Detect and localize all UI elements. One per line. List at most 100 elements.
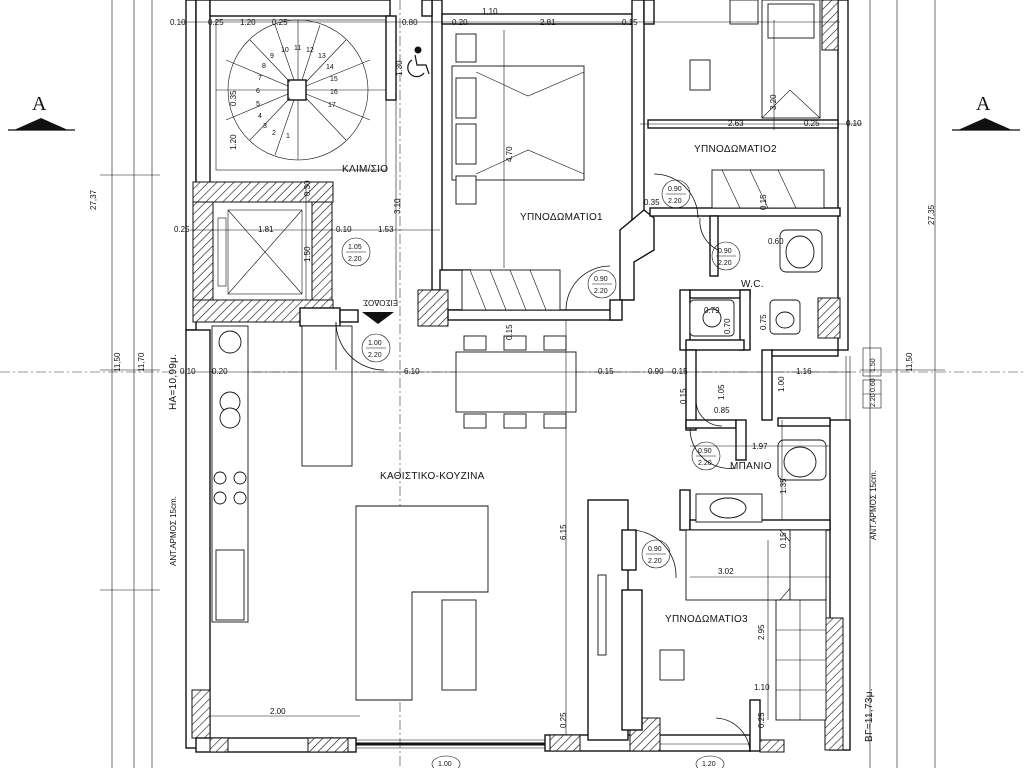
svg-text:2.20: 2.20	[718, 260, 732, 267]
overall-dimensions: 27,37 11,50 11,70 27,35 11,50	[89, 0, 945, 768]
door-swings	[335, 173, 751, 753]
window-tag: 1.50	[862, 347, 882, 377]
svg-text:6.10: 6.10	[404, 367, 420, 376]
svg-text:2.20: 2.20	[594, 288, 608, 295]
svg-text:0.10: 0.10	[336, 225, 352, 234]
room-label-bedroom-1: ΥΠΝΟΔΩΜΑΤΙΟ1	[520, 212, 603, 223]
room-label-living-kitchen: ΚΑΘΙΣΤΙΚΟ-ΚΟΥΖΙΝΑ	[380, 471, 485, 482]
svg-text:1.97: 1.97	[752, 442, 768, 451]
svg-text:5: 5	[256, 101, 260, 108]
svg-text:0.75: 0.75	[759, 314, 768, 330]
level-bf: ΒΓ=11,73μ.	[864, 688, 875, 742]
door-tag: 1.05 2.20	[341, 237, 371, 267]
svg-text:1.53: 1.53	[378, 225, 394, 234]
svg-text:1.05: 1.05	[348, 244, 362, 251]
section-marker-left: A	[8, 93, 75, 131]
svg-text:A: A	[976, 93, 991, 115]
svg-text:0.15: 0.15	[672, 367, 688, 376]
svg-text:2.20: 2.20	[870, 393, 877, 407]
svg-text:8: 8	[262, 63, 266, 70]
svg-text:15: 15	[330, 76, 338, 83]
bed-2	[689, 0, 825, 209]
svg-text:0.25: 0.25	[174, 225, 190, 234]
svg-text:0.15: 0.15	[505, 324, 514, 340]
svg-text:12: 12	[306, 47, 314, 54]
svg-text:0.25: 0.25	[804, 119, 820, 128]
staircase: 1 2 3 4 5 6 7 8 9 10 11 12 13 14 15 16 1…	[209, 0, 443, 291]
window-tag-bottom: 1.00	[431, 755, 461, 768]
svg-text:0.35: 0.35	[229, 90, 238, 106]
svg-text:0.90: 0.90	[648, 367, 664, 376]
svg-text:1.50: 1.50	[870, 358, 877, 372]
door-tag: 0.90 2.20	[691, 441, 721, 471]
svg-text:4.70: 4.70	[505, 146, 514, 162]
svg-text:0.90: 0.90	[718, 248, 732, 255]
svg-text:0.25: 0.25	[272, 18, 288, 27]
wc-fixtures	[221, 229, 823, 353]
svg-text:2.20: 2.20	[668, 198, 682, 205]
svg-text:0.15: 0.15	[598, 367, 614, 376]
svg-text:0.60: 0.60	[768, 237, 784, 246]
svg-text:1.20: 1.20	[702, 761, 716, 768]
svg-text:0.15: 0.15	[779, 532, 788, 548]
svg-text:1.10: 1.10	[482, 7, 498, 16]
dim-right-outer: 27,35	[927, 204, 936, 225]
svg-text:16: 16	[330, 89, 338, 96]
svg-text:4: 4	[258, 113, 262, 120]
door-tag: 0.90 2.20	[587, 269, 617, 299]
svg-text:0.80: 0.80	[402, 18, 418, 27]
svg-text:2.95: 2.95	[757, 624, 766, 640]
svg-text:2: 2	[272, 130, 276, 137]
svg-text:9: 9	[270, 53, 274, 60]
joint-note-right: ΑΝΤ.ΑΡΜΟΣ 15cm.	[869, 470, 878, 540]
svg-text:7: 7	[258, 75, 262, 82]
bed-1	[451, 33, 585, 311]
svg-text:0.10: 0.10	[170, 18, 186, 27]
svg-text:0.79: 0.79	[704, 306, 720, 315]
svg-text:0.15: 0.15	[759, 194, 768, 210]
entrance-marker: ΕΙΣΟΔΟΣ	[362, 298, 398, 324]
svg-text:1.00: 1.00	[368, 340, 382, 347]
level-ha: ΗΑ=10,99μ.	[168, 354, 179, 410]
window-tag: 0.60 2.20	[862, 378, 882, 409]
svg-text:3: 3	[263, 123, 267, 130]
svg-text:17: 17	[328, 102, 336, 109]
svg-text:1.20: 1.20	[240, 18, 256, 27]
svg-text:2.81: 2.81	[540, 18, 556, 27]
wheelchair-icon	[407, 46, 430, 78]
dining-table	[455, 335, 577, 429]
svg-text:0.30: 0.30	[303, 180, 312, 196]
svg-text:10: 10	[281, 47, 289, 54]
svg-text:0.25: 0.25	[757, 712, 766, 728]
svg-text:1.00: 1.00	[438, 761, 452, 768]
svg-text:0.15: 0.15	[622, 18, 638, 27]
svg-text:1.50: 1.50	[303, 246, 312, 262]
dim-right-inner: 11,50	[905, 352, 914, 372]
svg-text:3.02: 3.02	[718, 567, 734, 576]
dimension-strings: 0.10 0.25 1.20 0.25 0.80 0.20 1.10 2.81 …	[170, 7, 862, 735]
door-tag: 0.90 2.20	[711, 241, 741, 271]
room-label-stair: ΚΛΙΜ/ΣΙΟ	[342, 164, 388, 175]
svg-text:0.90: 0.90	[698, 448, 712, 455]
svg-text:2.63: 2.63	[728, 119, 744, 128]
svg-text:13: 13	[318, 53, 326, 60]
bathroom-fixtures	[695, 439, 827, 523]
svg-text:6: 6	[256, 88, 260, 95]
section-marker-right: A	[952, 93, 1020, 131]
room-label-bathroom: ΜΠΑΝΙΟ	[730, 461, 772, 472]
dim-left-outer: 27,37	[89, 189, 98, 210]
svg-text:1.81: 1.81	[258, 225, 274, 234]
svg-text:A: A	[32, 93, 47, 115]
svg-text:2.20: 2.20	[698, 460, 712, 467]
bottom-windows	[356, 356, 851, 749]
entrance-label: ΕΙΣΟΔΟΣ	[363, 298, 398, 307]
svg-text:1.10: 1.10	[754, 683, 770, 692]
svg-text:0.85: 0.85	[714, 406, 730, 415]
dim-left-inner2: 11,70	[137, 352, 146, 372]
svg-text:1.05: 1.05	[717, 384, 726, 400]
svg-text:2.20: 2.20	[648, 558, 662, 565]
svg-text:0.35: 0.35	[644, 198, 660, 207]
room-label-bedroom-2: ΥΠΝΟΔΩΜΑΤΙΟ2	[694, 144, 777, 155]
svg-text:0.90: 0.90	[594, 276, 608, 283]
joint-note-left: ΑΝΤ.ΑΡΜΟΣ 15cm.	[169, 496, 178, 566]
